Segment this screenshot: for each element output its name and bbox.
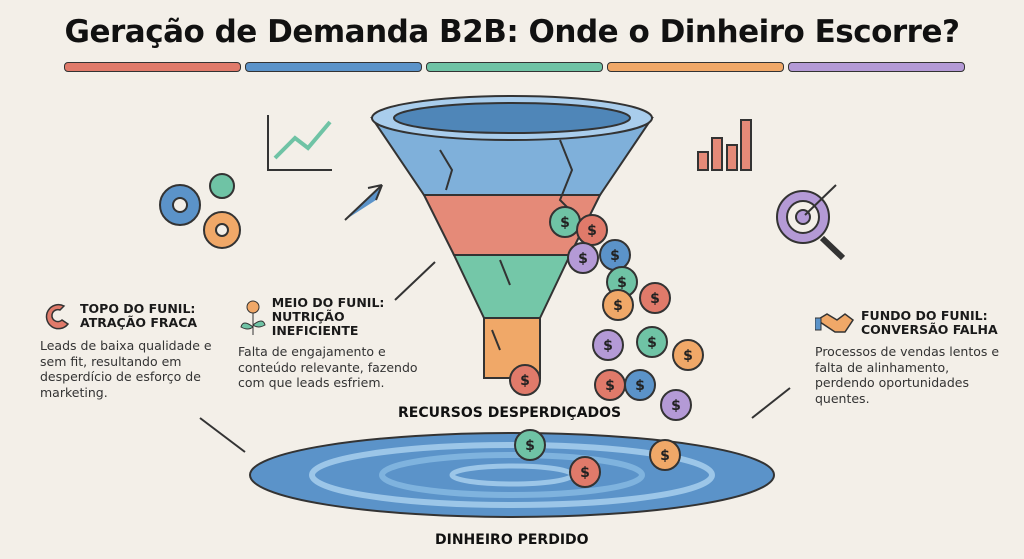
- section-middle-funnel: MEIO DO FUNIL:NUTRIÇÃO INEFICIENTE Falta…: [238, 296, 423, 391]
- coin: [672, 339, 704, 371]
- coin-symbol: $: [560, 215, 570, 231]
- section-subtitle: CONVERSÃO FALHA: [861, 322, 998, 337]
- section-body: Processos de vendas lentos e falta de al…: [815, 344, 1000, 406]
- coin: [567, 242, 599, 274]
- wasted-resources-label: RECURSOS DESPERDIÇADOS: [398, 405, 622, 421]
- section-subtitle: ATRAÇÃO FRACA: [80, 315, 198, 330]
- coin: [592, 329, 624, 361]
- growth-chart-icon: [267, 115, 332, 171]
- coin-symbol: $: [587, 223, 597, 239]
- bar-chart-icon: [697, 119, 752, 171]
- section-body: Leads de baixa qualidade e sem fit, resu…: [40, 338, 212, 400]
- money-pool: [249, 432, 775, 518]
- coin-symbol: $: [525, 438, 535, 454]
- coin-symbol: $: [650, 291, 660, 307]
- arrow-icon: [751, 387, 791, 419]
- arrow-icon: [394, 261, 436, 301]
- section-title: MEIO DO FUNIL:: [271, 295, 385, 310]
- color-bar-purple: [788, 62, 965, 72]
- coin-symbol: $: [603, 338, 613, 354]
- title-color-bars: [64, 62, 965, 72]
- color-bar-green: [426, 62, 603, 72]
- coin: [594, 369, 626, 401]
- coin-symbol: $: [520, 373, 530, 389]
- coin: [636, 326, 668, 358]
- section-subtitle: NUTRIÇÃO INEFICIENTE: [271, 309, 359, 338]
- section-title: TOPO DO FUNIL:: [80, 301, 196, 316]
- coin: [649, 439, 681, 471]
- lightbulb-plant-icon: [240, 300, 266, 335]
- section-bottom-funnel: FUNDO DO FUNIL:CONVERSÃO FALHA Processos…: [815, 308, 1005, 406]
- coin: [514, 429, 546, 461]
- coin-symbol: $: [580, 465, 590, 481]
- coin: [660, 389, 692, 421]
- coin: [509, 364, 541, 396]
- coin-symbol: $: [610, 248, 620, 264]
- magnet-icon: [45, 303, 70, 330]
- arrow-icon: [199, 417, 246, 453]
- arrow-icon: [344, 184, 383, 221]
- color-bar-blue: [245, 62, 422, 72]
- color-bar-orange: [607, 62, 784, 72]
- arrows: [199, 184, 791, 453]
- page-title: Geração de Demanda B2B: Onde o Dinheiro …: [64, 14, 960, 50]
- coin-symbol: $: [660, 448, 670, 464]
- coin-symbol: $: [683, 348, 693, 364]
- coin: [639, 282, 671, 314]
- coin: [569, 456, 601, 488]
- coin-symbol: $: [613, 298, 623, 314]
- coins: $ $ $ $ $ $ $ $ $ $ $ $ $ $ $ $ $: [509, 206, 704, 488]
- coin-symbol: $: [578, 251, 588, 267]
- section-body: Falta de engajamento e conteúdo relevant…: [238, 344, 418, 390]
- coin-symbol: $: [617, 275, 627, 291]
- coin: [602, 289, 634, 321]
- coin-symbol: $: [647, 335, 657, 351]
- target-magnifier-icon: [776, 184, 846, 261]
- handshake-icon: [815, 313, 855, 333]
- lost-money-label: DINHEIRO PERDIDO: [435, 532, 589, 548]
- coin-symbol: $: [605, 378, 615, 394]
- coin-symbol: $: [671, 398, 681, 414]
- section-title: FUNDO DO FUNIL:: [861, 308, 988, 323]
- color-bar-red: [64, 62, 241, 72]
- coin-symbol: $: [635, 378, 645, 394]
- section-top-funnel: TOPO DO FUNIL:ATRAÇÃO FRACA Leads de bai…: [40, 300, 230, 400]
- gears-icon: [159, 173, 241, 249]
